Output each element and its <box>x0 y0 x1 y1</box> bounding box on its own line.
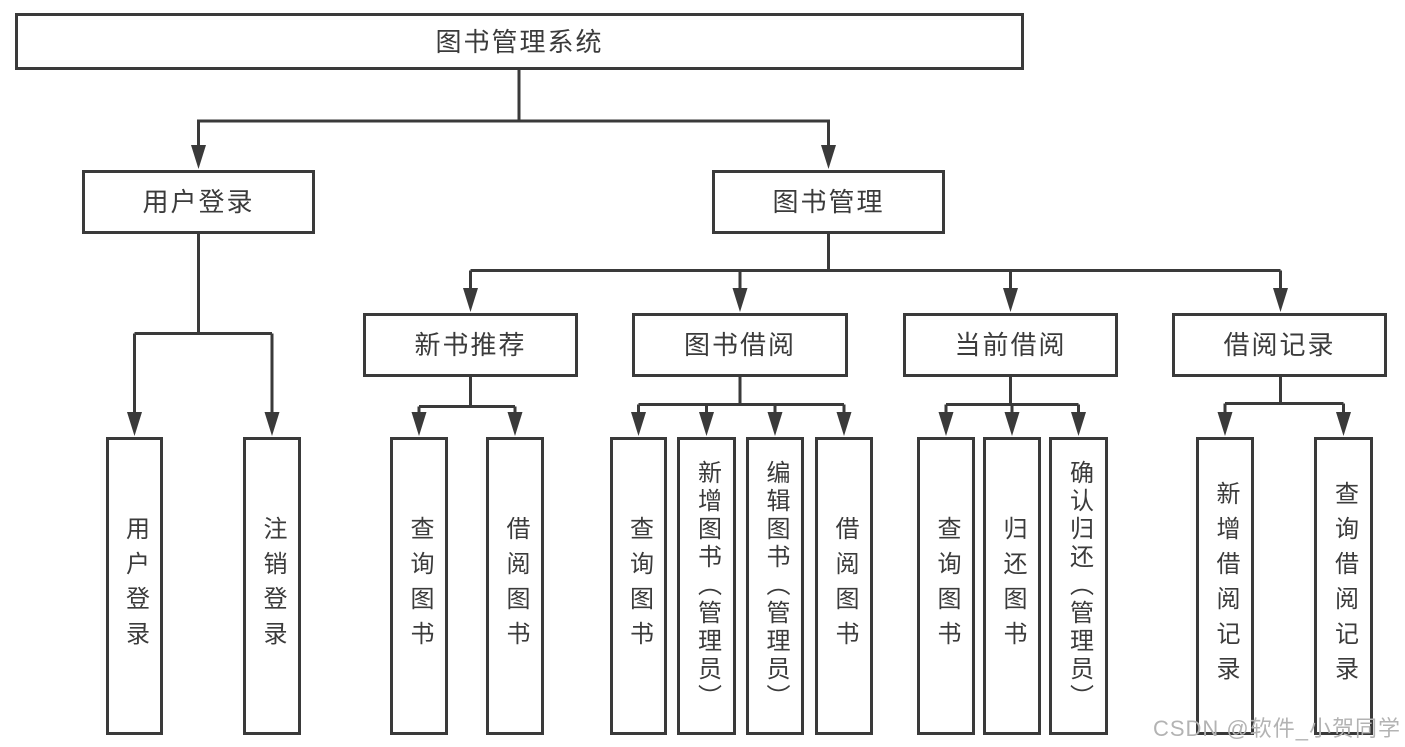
node-label: 注销登录 <box>259 516 286 656</box>
node-borrowing-records: 借阅记录 <box>1172 313 1387 377</box>
leaf-records-query-record: 查询借阅记录 <box>1314 437 1373 735</box>
leaf-records-add-record: 新增借阅记录 <box>1196 437 1254 735</box>
node-label: 查询图书 <box>406 516 433 656</box>
leaf-recommend-query-books: 查询图书 <box>390 437 448 735</box>
leaf-borrowing-add-books-admin: 新增图书（管理员） <box>677 437 736 735</box>
leaf-borrowing-edit-books-admin: 编辑图书（管理员） <box>746 437 804 735</box>
node-current-borrowing: 当前借阅 <box>903 313 1118 377</box>
node-new-book-recommend: 新书推荐 <box>363 313 578 377</box>
node-label: 图书管理 <box>772 187 885 217</box>
node-label: 新增图书（管理员） <box>693 460 721 712</box>
node-label: 编辑图书（管理员） <box>762 460 789 712</box>
node-label: 借阅记录 <box>1223 330 1336 360</box>
leaf-current-return-books: 归还图书 <box>983 437 1041 735</box>
node-label: 当前借阅 <box>954 330 1067 360</box>
node-label: 借阅图书 <box>502 516 529 656</box>
leaf-recommend-borrow-books: 借阅图书 <box>486 437 544 735</box>
csdn-watermark: CSDN @软件_小贺同学 <box>1152 716 1401 741</box>
node-book-borrowing: 图书借阅 <box>632 313 848 377</box>
node-label: 归还图书 <box>999 516 1026 656</box>
node-label: 借阅图书 <box>831 516 858 656</box>
node-label: 确认归还（管理员） <box>1065 460 1093 712</box>
node-label: 新增借阅记录 <box>1212 481 1239 691</box>
node-user-login: 用户登录 <box>82 170 315 234</box>
leaf-logout: 注销登录 <box>243 437 301 735</box>
leaf-user-login: 用户登录 <box>106 437 163 735</box>
node-label: 新书推荐 <box>414 330 527 360</box>
node-label: 查询借阅记录 <box>1330 481 1358 691</box>
node-label: 查询图书 <box>625 516 653 656</box>
node-label: 用户登录 <box>121 516 149 656</box>
leaf-current-confirm-return-admin: 确认归还（管理员） <box>1049 437 1108 735</box>
node-library-system: 图书管理系统 <box>15 13 1024 70</box>
node-book-management: 图书管理 <box>712 170 945 234</box>
leaf-borrowing-borrow-books: 借阅图书 <box>815 437 873 735</box>
node-label: 查询图书 <box>933 516 960 656</box>
leaf-borrowing-query-books: 查询图书 <box>610 437 667 735</box>
node-label: 用户登录 <box>142 187 255 217</box>
node-label: 图书管理系统 <box>435 26 604 57</box>
leaf-current-query-books: 查询图书 <box>917 437 975 735</box>
node-label: 图书借阅 <box>683 330 796 360</box>
